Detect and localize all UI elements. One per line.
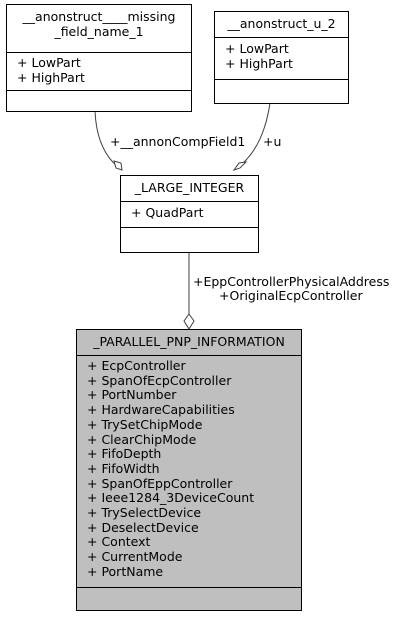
class-member: + HighPart (225, 55, 293, 71)
class-title: __anonstruct____missing _field_name_1 (7, 5, 191, 53)
class-box-parallel-pnp-information[interactable]: _PARALLEL_PNP_INFORMATION + EcpControlle… (76, 329, 302, 611)
class-title-line: _PARALLEL_PNP_INFORMATION (93, 334, 285, 349)
class-member: + HighPart (17, 69, 85, 85)
class-member: + DeselectDevice (87, 519, 199, 535)
class-methods (77, 588, 301, 610)
class-member: + EcpController (87, 358, 186, 373)
aggregation-diamond-u (232, 161, 248, 171)
class-member: + LowPart (225, 41, 289, 56)
class-member: + SpanOfEppController (87, 475, 233, 491)
class-box-anonstruct-u-2[interactable]: __anonstruct_u_2 + LowPart + HighPart (214, 11, 349, 104)
class-member: + PortName (87, 563, 164, 579)
class-box-missing-field-name[interactable]: __anonstruct____missing _field_name_1 + … (6, 4, 192, 112)
class-attributes: + EcpController + SpanOfEcpController + … (77, 356, 301, 588)
class-member: + FifoDepth (87, 446, 162, 462)
edge-label-epp-controller-physical-address: +EppControllerPhysicalAddress (193, 274, 390, 289)
aggregation-diamond-epp (183, 313, 195, 330)
class-title: __anonstruct_u_2 (215, 12, 348, 38)
edge-label-u: +u (263, 134, 282, 149)
class-member: + Context (87, 534, 151, 550)
class-attributes: + QuadPart (121, 202, 258, 228)
class-member: + Ieee1284_3DeviceCount (87, 490, 255, 506)
class-title: _LARGE_INTEGER (121, 176, 258, 202)
class-member: + HardwareCapabilities (87, 402, 235, 418)
class-member: + TrySelectDevice (87, 505, 202, 521)
class-methods (215, 80, 348, 103)
class-member: + LowPart (17, 55, 81, 70)
class-title-line-1: __anonstruct____missing (22, 9, 176, 24)
class-box-large-integer[interactable]: _LARGE_INTEGER + QuadPart (120, 175, 259, 253)
class-member: + FifoWidth (87, 460, 160, 476)
class-title: _PARALLEL_PNP_INFORMATION (77, 330, 301, 356)
class-methods (121, 228, 258, 252)
class-attributes: + LowPart + HighPart (7, 53, 191, 91)
class-member: + ClearChipMode (87, 431, 197, 447)
class-member: + QuadPart (131, 205, 204, 220)
class-attributes: + LowPart + HighPart (215, 38, 348, 80)
class-title-line-2: _field_name_1 (54, 24, 144, 39)
aggregation-diamond-annon-comp-field (113, 160, 123, 171)
class-member: + SpanOfEcpController (87, 372, 232, 388)
class-title-line: _LARGE_INTEGER (134, 180, 245, 195)
edge-label-original-ecp-controller: +OriginalEcpController (219, 288, 363, 303)
class-member: + PortNumber (87, 387, 177, 403)
class-member: + CurrentMode (87, 549, 183, 565)
class-title-line: __anonstruct_u_2 (227, 16, 336, 31)
class-member: + TrySetChipMode (87, 416, 203, 432)
class-methods (7, 91, 191, 111)
edge-label-annon-comp-field: +__annonCompField1 (110, 134, 246, 149)
